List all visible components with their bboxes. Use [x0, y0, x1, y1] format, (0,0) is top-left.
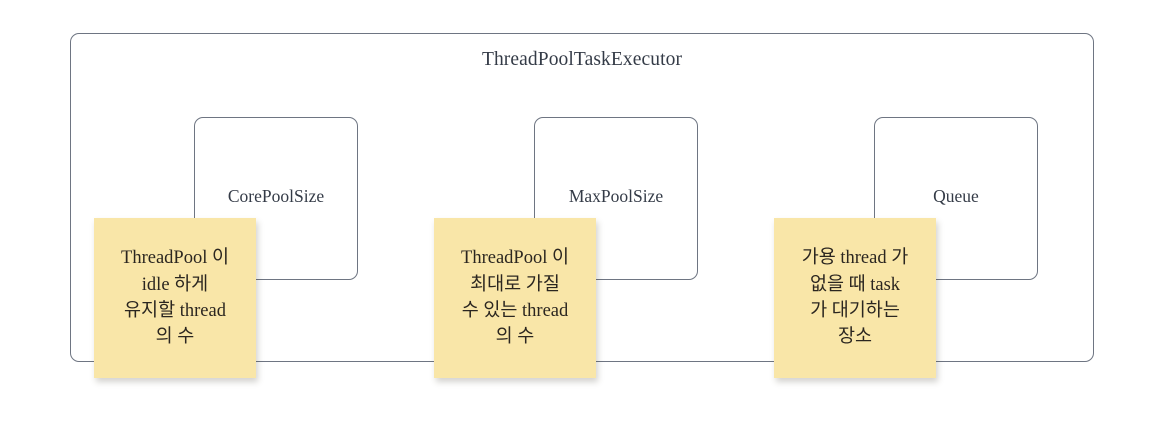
- sticky-note-text-corepoolsize: ThreadPool 이 idle 하게 유지할 thread 의 수: [121, 248, 229, 348]
- sticky-note-text-maxpoolsize: ThreadPool 이 최대로 가질 수 있는 thread 의 수: [461, 248, 569, 348]
- component-label-corepoolsize: CorePoolSize: [227, 186, 325, 206]
- sticky-note-corepoolsize: ThreadPool 이 idle 하게 유지할 thread 의 수: [94, 218, 256, 378]
- component-label-queue: Queue: [933, 186, 979, 206]
- sticky-note-queue: 가용 thread 가 없을 때 task 가 대기하는 장소: [774, 218, 936, 378]
- sticky-note-maxpoolsize: ThreadPool 이 최대로 가질 수 있는 thread 의 수: [434, 218, 596, 378]
- component-label-maxpoolsize: MaxPoolSize: [568, 186, 664, 206]
- sticky-note-text-queue: 가용 thread 가 없을 때 task 가 대기하는 장소: [801, 248, 909, 348]
- container-title: ThreadPoolTaskExecutor: [481, 49, 683, 70]
